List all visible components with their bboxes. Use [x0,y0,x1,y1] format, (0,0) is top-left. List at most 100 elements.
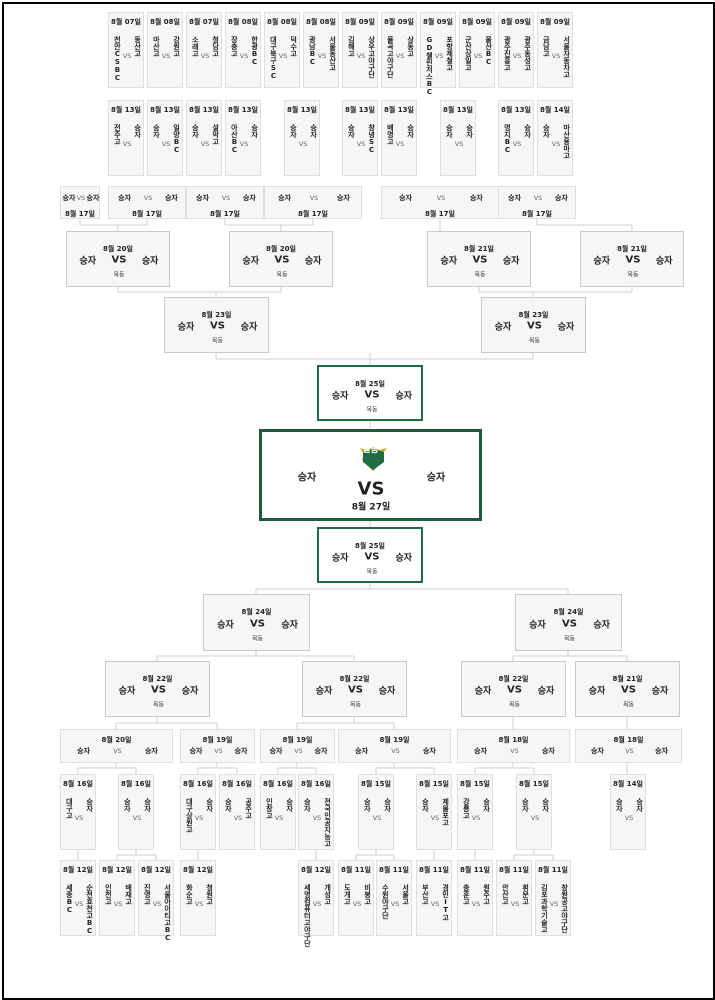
team-a: 부산고 [421,884,430,905]
team-b: 승자 [465,124,474,138]
venue-label: 목동 [563,635,576,642]
team-a: 인창고 [265,798,274,819]
vs-label: VS [364,389,380,401]
match-date: 8월 11일 [538,866,568,874]
vs-label: VS [372,814,382,822]
team-b: 승자 [523,124,532,138]
vs-label: VS [472,254,488,266]
team-b: 덕수고 [289,36,298,57]
vs-label: VS [312,900,322,908]
team-b: 상동고 [406,36,415,57]
team-a: 승자 [196,194,210,202]
vs-label: VS [113,747,122,755]
vs-label: VS [551,140,561,148]
team-b: 서울자동차고 [562,36,571,78]
team-b: 광주동성고 [523,36,532,71]
team-a: 승자 [588,686,606,697]
team-a: 승자 [62,194,76,202]
final-match[interactable]: 결승 승자 승자 VS 8월 27일 [259,429,482,521]
team-b: 승자 [240,322,258,333]
match-date: 8월 13일 [150,106,180,114]
team-b: 승자 [164,194,178,202]
team-a: 천안CSBC [113,36,122,82]
vs-label: VS [434,52,444,60]
final-date: 8월 27일 [351,502,391,513]
team-a: 강릉고 [462,798,471,819]
match-date: 8월 08일 [228,18,258,26]
team-b: 승자 [422,747,436,755]
team-b: 승자 [469,194,483,202]
